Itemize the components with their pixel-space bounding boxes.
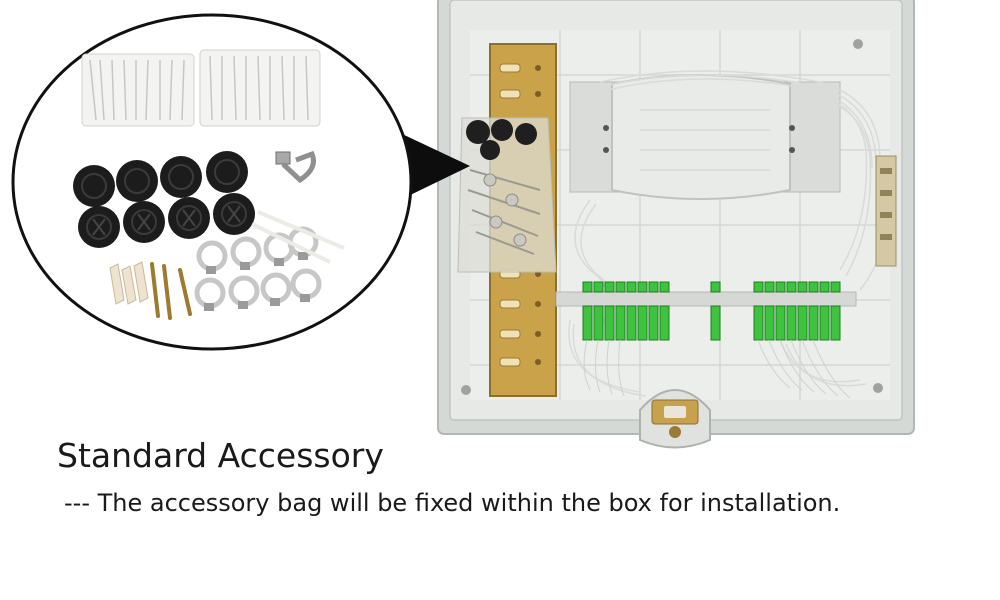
screw-icon — [150, 262, 192, 320]
mounting-hole-icon — [461, 39, 883, 395]
section-caption: --- The accessory bag will be fixed with… — [64, 489, 841, 517]
latch-icon — [639, 389, 711, 449]
adapter-panel — [555, 281, 857, 399]
hex-key-icon — [275, 150, 316, 184]
sc-adapter-middle — [710, 281, 721, 341]
cable-tie-bundle-icon — [81, 49, 321, 127]
accessory-bag — [457, 117, 557, 273]
wall-anchor-icon — [109, 261, 149, 305]
sc-adapter-right-group — [753, 281, 841, 341]
callout-pointer — [400, 133, 470, 200]
splice-tray — [569, 74, 841, 200]
sc-adapter-left-group — [582, 281, 670, 341]
side-bracket — [875, 155, 897, 267]
accessory-callout — [11, 13, 413, 351]
section-heading: Standard Accessory — [57, 436, 384, 475]
rubber-grommet-icon — [73, 151, 255, 248]
